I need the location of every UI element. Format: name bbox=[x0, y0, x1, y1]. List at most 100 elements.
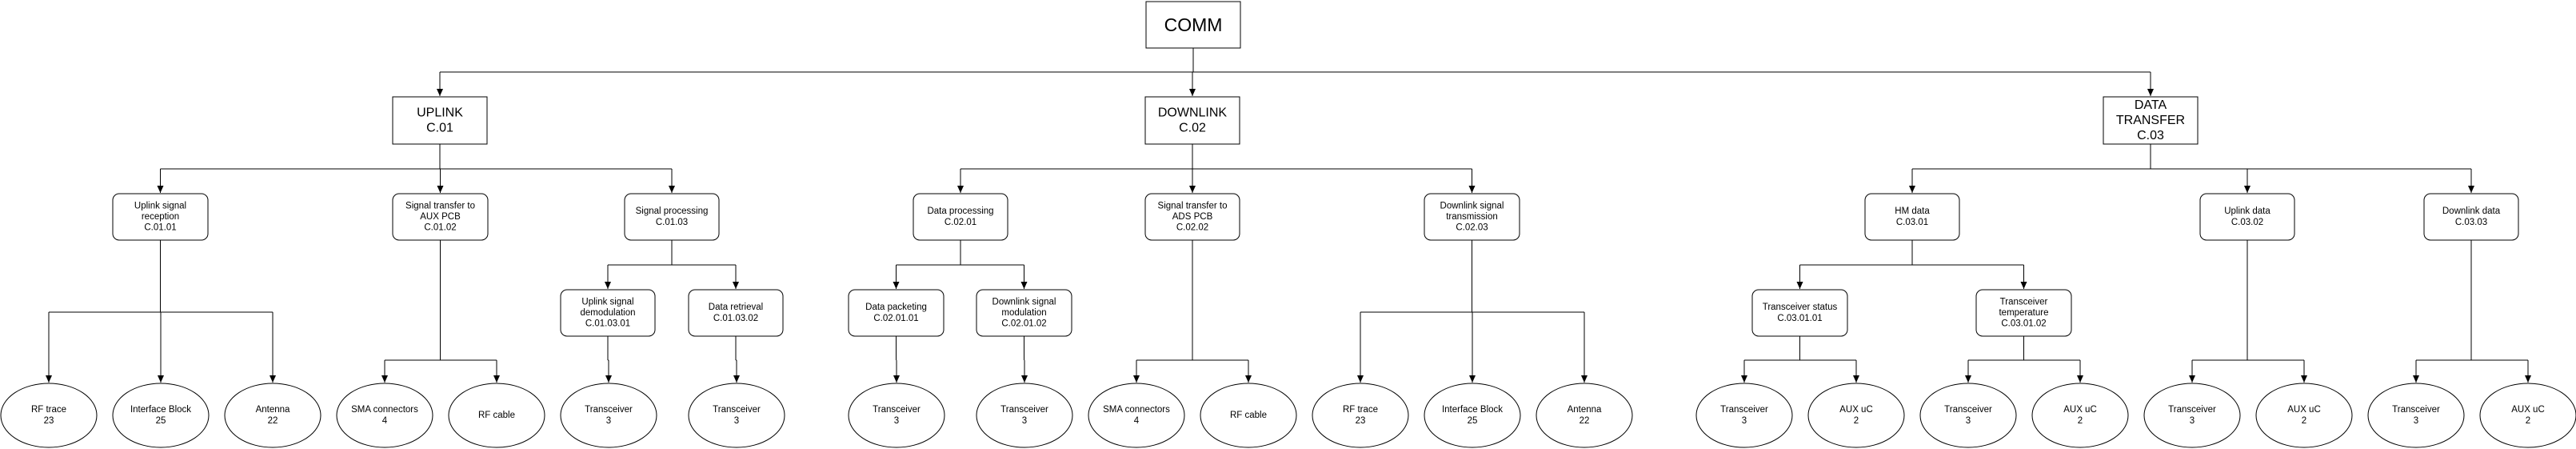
node-label-line: TRANSFER bbox=[2116, 114, 2185, 127]
node-shape bbox=[2143, 383, 2241, 448]
node-label-line: C.01 bbox=[426, 121, 453, 134]
node-shape bbox=[2423, 193, 2519, 241]
node-label-line: AUX uC bbox=[2287, 405, 2321, 415]
node-label-line: Transceiver status bbox=[1763, 303, 1838, 312]
node-label-line: Transceiver bbox=[2168, 405, 2216, 415]
node-e11: RF cable bbox=[1200, 383, 1297, 448]
node-label-line: C.03.02 bbox=[2231, 218, 2263, 227]
node-label-line: Data packeting bbox=[865, 303, 927, 312]
node-shape bbox=[0, 383, 98, 448]
node-shape bbox=[2255, 383, 2353, 448]
node-label-line: Uplink signal bbox=[134, 201, 186, 210]
node-shape bbox=[560, 289, 656, 337]
node-label-line: C.03.01.02 bbox=[2001, 319, 2046, 329]
node-label-line: Antenna bbox=[1568, 405, 1602, 415]
node-label-line: 2 bbox=[1854, 416, 1859, 426]
node-label-line: AUX uC bbox=[1839, 405, 1873, 415]
node-label-line: modulation bbox=[1001, 308, 1046, 318]
node-label-line: 22 bbox=[268, 416, 278, 426]
node-label-line: HM data bbox=[1895, 206, 1930, 216]
node-label-line: Signal processing bbox=[636, 206, 709, 216]
node-shape bbox=[1751, 289, 1848, 337]
node-label-line: C.01.03 bbox=[656, 218, 688, 227]
node-label-line: 23 bbox=[1356, 416, 1366, 426]
node-label-line: Interface Block bbox=[1442, 405, 1503, 415]
node-shape bbox=[848, 289, 945, 337]
node-label-line: 2 bbox=[2302, 416, 2306, 426]
node-label-line: Transceiver bbox=[873, 405, 921, 415]
node-shape bbox=[1144, 96, 1240, 145]
node-e5: RF cable bbox=[448, 383, 545, 448]
node-label-line: 2 bbox=[2526, 416, 2530, 426]
node-e16: AUX uC2 bbox=[1807, 383, 1905, 448]
node-shape bbox=[392, 96, 488, 145]
node-shape bbox=[913, 193, 1008, 241]
node-shape bbox=[336, 383, 433, 448]
node-label-line: Downlink signal bbox=[992, 297, 1056, 307]
node-label-line: Interface Block bbox=[130, 405, 191, 415]
node-label-line: C.03.01 bbox=[1896, 218, 1928, 227]
node-label-line: C.02.03 bbox=[1456, 223, 1488, 233]
node-label-line: 3 bbox=[2190, 416, 2195, 426]
connector-layer bbox=[46, 48, 2531, 383]
node-shape bbox=[560, 383, 657, 448]
node-label-line: AUX PCB bbox=[420, 212, 461, 222]
node-label-line: C.01.03.01 bbox=[585, 319, 630, 329]
node-shape bbox=[1144, 193, 1240, 241]
node-label-line: C.01.01 bbox=[144, 223, 176, 233]
node-shape bbox=[976, 289, 1072, 337]
node-label-line: 3 bbox=[1022, 416, 1027, 426]
node-label-line: 4 bbox=[382, 416, 388, 426]
node-label-line: RF cable bbox=[478, 411, 515, 420]
node-shape bbox=[2199, 193, 2295, 241]
node-label-line: UPLINK bbox=[417, 106, 463, 120]
node-label-line: 3 bbox=[734, 416, 739, 426]
node-shape bbox=[688, 289, 784, 337]
node-label-line: C.03.01.01 bbox=[1777, 314, 1822, 323]
node-label-line: AUX uC bbox=[2063, 405, 2097, 415]
node-label-line: ADS PCB bbox=[1172, 212, 1213, 222]
node-shape bbox=[224, 383, 322, 448]
node-label-line: Transceiver bbox=[1720, 405, 1768, 415]
node-comm: COMM bbox=[1145, 1, 1241, 49]
node-label-line: C.01.02 bbox=[424, 223, 456, 233]
node-label-line: Transceiver bbox=[585, 405, 633, 415]
node-shape bbox=[1145, 1, 1241, 49]
node-shape bbox=[848, 383, 945, 448]
node-label-line: DATA bbox=[2135, 98, 2167, 112]
node-label-line: COMM bbox=[1164, 14, 1223, 35]
node-shape bbox=[1864, 193, 1960, 241]
node-e22: AUX uC2 bbox=[2479, 383, 2576, 448]
node-shape bbox=[1424, 193, 1520, 241]
node-label-line: C.03.03 bbox=[2455, 218, 2487, 227]
node-label-line: Data retrieval bbox=[709, 303, 763, 312]
node-shape bbox=[1424, 383, 1521, 448]
node-shape bbox=[1536, 383, 1633, 448]
node-shape bbox=[1312, 383, 1409, 448]
node-label-line: 22 bbox=[1580, 416, 1590, 426]
node-shape bbox=[1919, 383, 2017, 448]
node-label-line: SMA connectors bbox=[351, 405, 418, 415]
node-shape bbox=[1695, 383, 1793, 448]
